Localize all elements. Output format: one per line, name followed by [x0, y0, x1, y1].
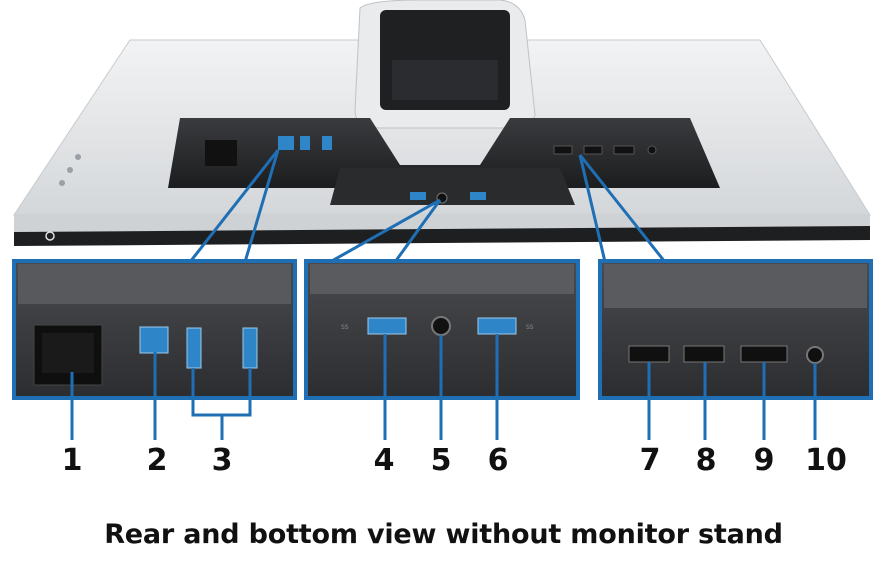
callout-number-2: 2 — [147, 443, 168, 479]
callout-number-7: 7 — [640, 443, 661, 479]
usb-ss-label-right: SS — [526, 324, 534, 331]
callout-number-8: 8 — [696, 443, 717, 479]
callout-number-4: 4 — [374, 443, 395, 479]
monitor-rear-illustration: SS SS — [0, 0, 887, 500]
callout-number-6: 6 — [488, 443, 509, 479]
zoom-panel-right — [600, 261, 871, 398]
usb-ss-label-left: SS — [341, 324, 349, 331]
callout-number-10: 10 — [805, 443, 847, 479]
figure-caption: Rear and bottom view without monitor sta… — [0, 517, 887, 553]
callout-number-9: 9 — [754, 443, 775, 479]
callout-number-5: 5 — [431, 443, 452, 479]
callout-number-3: 3 — [212, 443, 233, 479]
callout-number-1: 1 — [62, 443, 83, 479]
monitor-body — [14, 0, 870, 246]
